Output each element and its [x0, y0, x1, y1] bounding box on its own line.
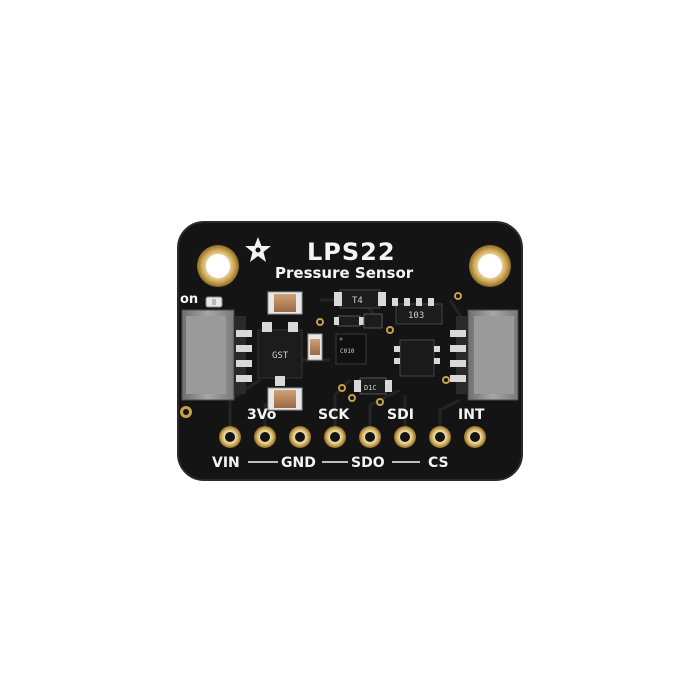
stemma-connector-left — [181, 309, 252, 401]
board-title: LPS22 — [307, 238, 396, 266]
diode-d1c: D1C — [354, 377, 392, 395]
pin-label-sck: SCK — [318, 407, 350, 423]
resistor-103: 103 — [392, 298, 443, 325]
pressure-sensor-chip: C010 — [335, 333, 367, 365]
capacitor-top — [267, 291, 303, 315]
mounting-hole-left — [197, 245, 239, 287]
pin-3vo — [254, 426, 276, 448]
diode-marking: D1C — [364, 384, 377, 392]
pin-label-3vo: 3Vo — [247, 407, 277, 423]
pin-label-cs: CS — [428, 455, 449, 471]
level-shifter-ic — [394, 339, 440, 377]
pin-label-sdi: SDI — [387, 407, 414, 423]
resistor-small — [334, 313, 383, 329]
pin-gnd — [289, 426, 311, 448]
resistor-marking: 103 — [408, 311, 424, 321]
pin-cs — [429, 426, 451, 448]
pin-sdo — [359, 426, 381, 448]
transistor-marking: T4 — [352, 296, 363, 306]
adafruit-star-logo — [245, 237, 271, 262]
regulator-marking: GST — [272, 351, 289, 361]
voltage-regulator: GST — [257, 322, 303, 386]
sensor-chip-marking: C010 — [340, 348, 355, 355]
pin-int — [464, 426, 486, 448]
header-pins — [219, 426, 486, 448]
pin-label-vin: VIN — [212, 455, 240, 471]
transistor-t4: T4 — [334, 289, 386, 309]
vias — [180, 292, 462, 418]
capacitor-bottom — [267, 387, 303, 411]
pin-sdi — [394, 426, 416, 448]
board-subtitle: Pressure Sensor — [275, 264, 414, 282]
power-led-label: on — [180, 292, 198, 307]
pin-vin — [219, 426, 241, 448]
mounting-hole-right — [469, 245, 511, 287]
pin-sck — [324, 426, 346, 448]
stemma-connector-right — [450, 309, 519, 401]
capacitor-mid — [307, 333, 323, 361]
pin-label-gnd: GND — [281, 455, 316, 471]
pin-label-int: INT — [458, 407, 485, 423]
pcb-traces — [228, 298, 472, 435]
pin-label-sdo: SDO — [351, 455, 385, 471]
